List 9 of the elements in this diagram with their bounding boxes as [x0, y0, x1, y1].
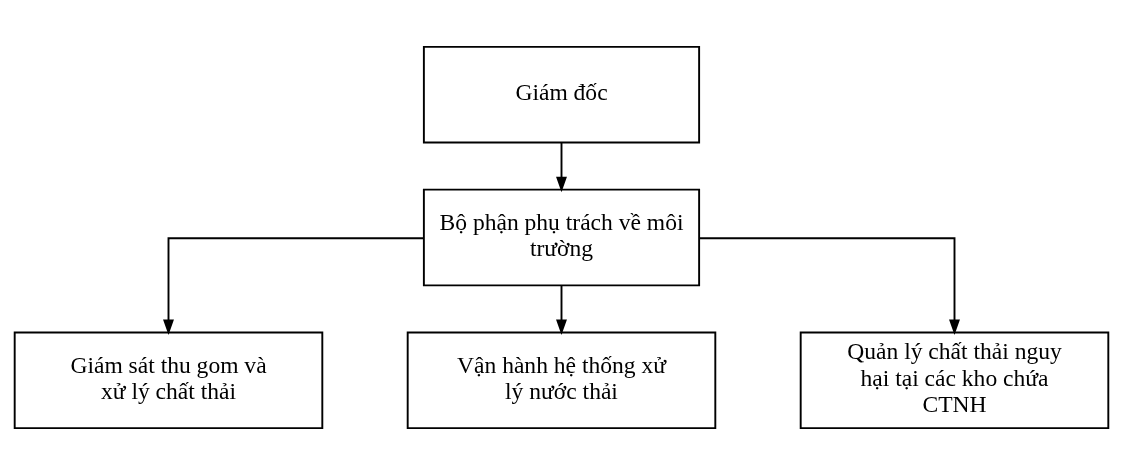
node-box: Quản lý chất thải nguy hại tại các kho chứa CTNH [799, 331, 1110, 429]
node-box: Bộ phận phụ trách về môi trường [422, 188, 701, 286]
node-box: Giám sát thu gom và xử lý chất thải [13, 331, 324, 429]
arrow [163, 236, 425, 335]
node-box: Giám đốc [422, 45, 701, 143]
arrow [556, 141, 567, 192]
arrow [556, 284, 567, 335]
node-box: Vận hành hệ thống xử lý nước thải [406, 331, 717, 429]
arrow [698, 236, 960, 335]
